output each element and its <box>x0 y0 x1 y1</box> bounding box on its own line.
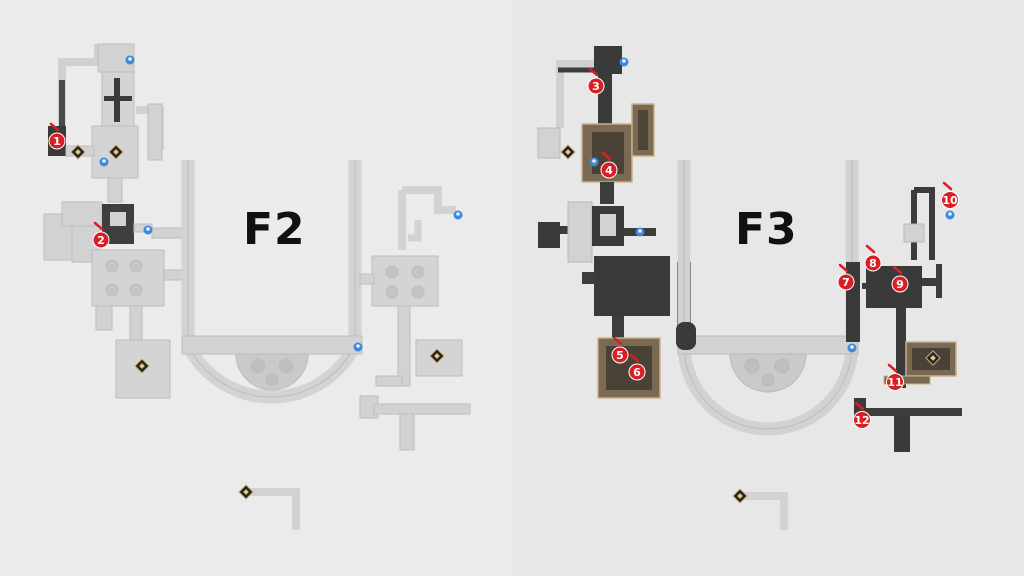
marker-dot <box>600 161 618 179</box>
marker-dot <box>941 191 959 209</box>
marker-number: 5 <box>616 349 624 362</box>
marker-number: 10 <box>942 194 958 207</box>
marker-dot <box>886 373 904 391</box>
waypoint-icon[interactable] <box>847 343 857 353</box>
marker-tick <box>49 122 60 132</box>
marker-number: 4 <box>605 164 613 177</box>
chest-icon[interactable] <box>732 488 748 504</box>
marker-number: 2 <box>97 234 105 247</box>
floor-label-f3: F3 <box>735 204 798 255</box>
marker-dot <box>853 411 871 429</box>
f2-map <box>43 43 471 530</box>
marker-tick <box>838 263 849 273</box>
waypoint-icon[interactable] <box>619 57 629 67</box>
marker-dot <box>611 346 629 364</box>
marker-9[interactable]: 9 <box>891 265 909 293</box>
waypoint-icon[interactable] <box>99 157 109 167</box>
marker-1[interactable]: 1 <box>48 122 66 150</box>
marker-2[interactable]: 2 <box>92 221 110 249</box>
marker-number: 8 <box>869 257 877 270</box>
chest-icon[interactable] <box>560 144 576 160</box>
marker-dot <box>891 275 909 293</box>
waypoint-icon[interactable] <box>945 210 955 220</box>
marker-tick <box>854 401 865 411</box>
marker-dot <box>864 254 882 272</box>
marker-tick <box>588 67 599 77</box>
floor-label-f2: F2 <box>243 204 306 255</box>
marker-dot <box>837 273 855 291</box>
marker-number: 12 <box>854 414 869 427</box>
waypoint-icon[interactable] <box>589 157 599 167</box>
marker-tick <box>887 363 898 373</box>
marker-number: 6 <box>633 366 641 379</box>
marker-11[interactable]: 11 <box>886 363 904 391</box>
marker-tick <box>93 221 104 231</box>
marker-tick <box>892 265 903 275</box>
waypoint-icon[interactable] <box>125 55 135 65</box>
marker-tick <box>612 336 623 346</box>
marker-12[interactable]: 12 <box>853 401 871 429</box>
marker-dot <box>628 363 646 381</box>
marker-10[interactable]: 10 <box>941 181 959 209</box>
marker-3[interactable]: 3 <box>587 67 605 95</box>
marker-number: 3 <box>592 80 600 93</box>
waypoint-icon[interactable] <box>453 210 463 220</box>
waypoint-icon[interactable] <box>635 227 645 237</box>
marker-8[interactable]: 8 <box>864 244 882 272</box>
chest-icon[interactable] <box>238 484 254 500</box>
marker-dot <box>92 231 110 249</box>
marker-5[interactable]: 5 <box>611 336 629 364</box>
marker-number: 11 <box>887 376 902 389</box>
marker-4[interactable]: 4 <box>600 151 618 179</box>
marker-6[interactable]: 6 <box>628 353 646 381</box>
marker-dot <box>48 132 66 150</box>
waypoint-icon[interactable] <box>143 225 153 235</box>
marker-dot <box>587 77 605 95</box>
marker-number: 1 <box>53 135 61 148</box>
marker-tick <box>601 151 612 161</box>
marker-7[interactable]: 7 <box>837 263 855 291</box>
marker-tick <box>629 353 640 363</box>
marker-tick <box>942 181 953 191</box>
waypoint-icon[interactable] <box>353 342 363 352</box>
marker-number: 9 <box>896 278 904 291</box>
marker-number: 7 <box>842 276 850 289</box>
marker-tick <box>865 244 876 254</box>
